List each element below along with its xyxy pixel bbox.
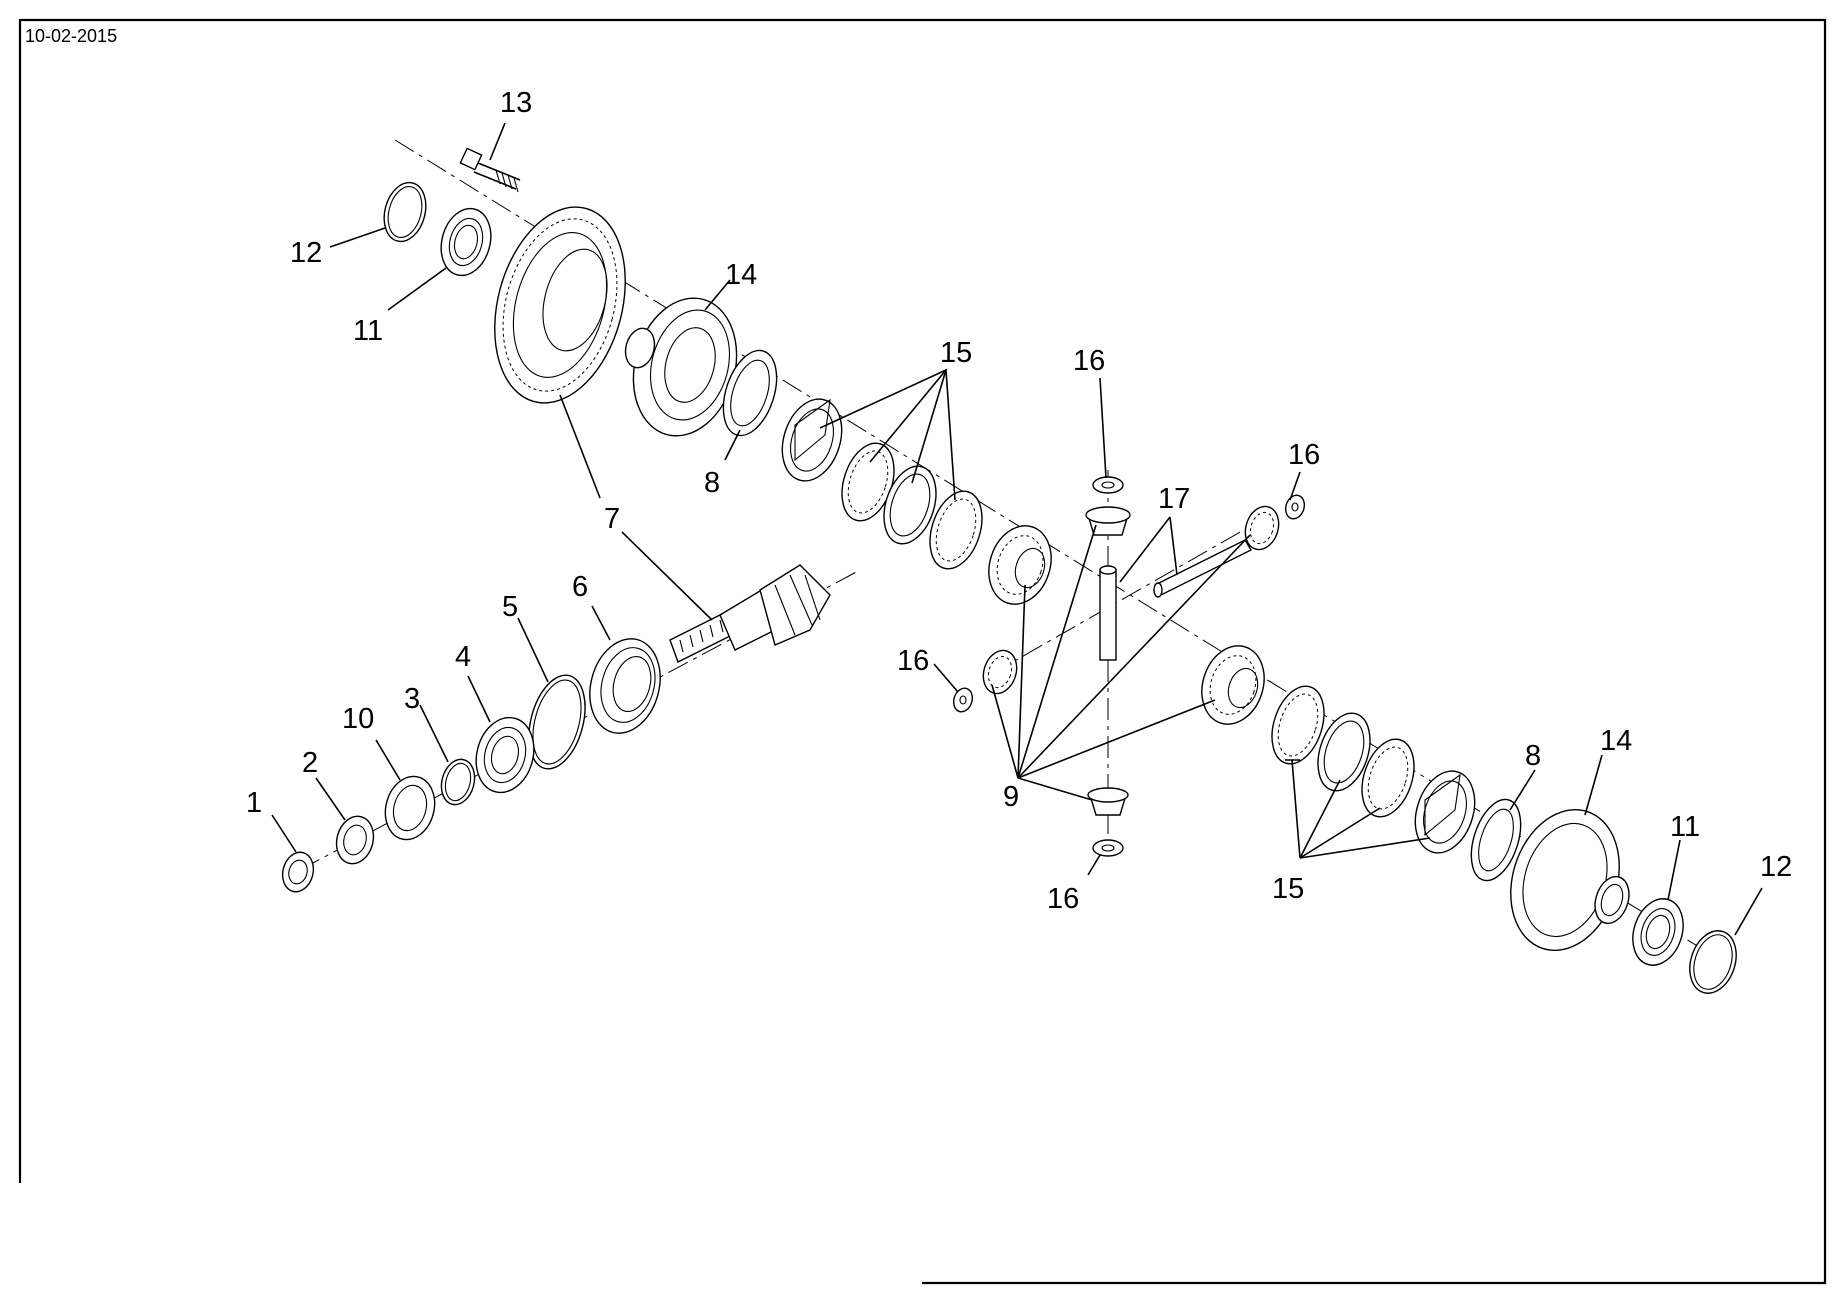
callout-9: 9 bbox=[1003, 781, 1019, 813]
part-shim-8-top bbox=[722, 349, 778, 437]
part-snap-ring-3 bbox=[440, 758, 476, 806]
callout-8-top: 8 bbox=[704, 467, 720, 499]
callout-13: 13 bbox=[500, 87, 532, 119]
part-washer-16-left bbox=[952, 687, 974, 713]
part-cross-shaft-17 bbox=[1099, 539, 1252, 661]
part-side-gear-9-right bbox=[1201, 645, 1265, 725]
callout-11-top: 11 bbox=[353, 315, 383, 347]
callout-8-bottom: 8 bbox=[1525, 740, 1541, 772]
callout-11-bottom: 11 bbox=[1670, 811, 1700, 843]
callout-15-bottom: 15 bbox=[1272, 873, 1304, 905]
callout-6: 6 bbox=[572, 571, 588, 603]
part-diff-case-14-bottom bbox=[1510, 808, 1630, 952]
part-pinion-9-right bbox=[1244, 505, 1280, 551]
part-washer-16-bottom bbox=[1092, 839, 1124, 857]
callout-12-bottom: 12 bbox=[1760, 851, 1792, 883]
callout-17: 17 bbox=[1158, 483, 1190, 515]
callout-3: 3 bbox=[404, 683, 420, 715]
callout-12-top: 12 bbox=[290, 237, 322, 269]
part-clutch-15-bottom bbox=[1271, 685, 1476, 854]
callout-5: 5 bbox=[502, 591, 518, 623]
callout-labels: 1 2 3 4 5 6 7 8 8 9 10 11 11 12 12 13 14… bbox=[246, 87, 1792, 915]
part-clutch-15-top bbox=[781, 398, 983, 570]
callout-15-top: 15 bbox=[940, 337, 972, 369]
part-bearing-11-top bbox=[440, 207, 492, 277]
drawing-frame bbox=[18, 18, 1827, 1285]
leader-lines bbox=[271, 122, 1763, 936]
part-ring-gear-7 bbox=[494, 206, 626, 404]
callout-10: 10 bbox=[342, 703, 374, 735]
part-washer-2 bbox=[335, 815, 375, 865]
part-diff-case-14-top bbox=[624, 297, 738, 437]
callout-16-right: 16 bbox=[1288, 439, 1320, 471]
part-pinion-9-top bbox=[1085, 506, 1131, 536]
part-bearing-6 bbox=[589, 638, 661, 734]
callout-16-bottom: 16 bbox=[1047, 883, 1079, 915]
part-bearing-4 bbox=[475, 716, 535, 794]
part-spacer-5 bbox=[528, 674, 586, 770]
part-side-gear-9-top bbox=[988, 525, 1052, 605]
part-drive-pinion-7 bbox=[669, 564, 831, 663]
part-pinion-9-left bbox=[982, 649, 1018, 695]
callout-16-top: 16 bbox=[1073, 345, 1105, 377]
callout-2: 2 bbox=[302, 747, 318, 779]
part-shim-8-bottom bbox=[1470, 798, 1522, 882]
part-nut-1 bbox=[281, 851, 315, 893]
part-washer-16-top bbox=[1092, 476, 1124, 494]
part-pinion-9-bottom bbox=[1087, 787, 1129, 816]
callout-14-bottom: 14 bbox=[1600, 725, 1632, 757]
drawing-date: 10-02-2015 bbox=[25, 26, 117, 46]
callout-7: 7 bbox=[604, 503, 620, 535]
part-snap-ring-12-top bbox=[383, 181, 427, 243]
callout-4: 4 bbox=[455, 641, 471, 673]
callout-1: 1 bbox=[246, 787, 262, 819]
part-bearing-cup-10 bbox=[384, 775, 436, 841]
part-bearing-11-bottom bbox=[1632, 898, 1684, 966]
callout-14-top: 14 bbox=[725, 259, 757, 291]
callout-16-left: 16 bbox=[897, 645, 929, 677]
part-bolt-13 bbox=[459, 147, 521, 193]
part-snap-ring-12-bottom bbox=[1689, 930, 1737, 994]
part-washer-16-right bbox=[1284, 494, 1306, 520]
